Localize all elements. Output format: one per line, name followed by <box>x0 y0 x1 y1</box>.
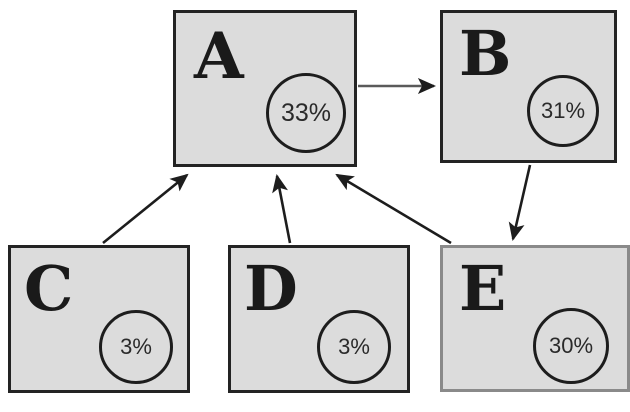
node-e-percent-value: 30% <box>548 333 594 358</box>
node-a-percent-circle: 33% <box>266 73 346 153</box>
node-b-percent-circle: 31% <box>527 75 599 147</box>
node-c[interactable]: C 3% <box>8 245 190 393</box>
node-b-label: B <box>459 17 511 90</box>
node-b-percent-value: 31% <box>540 98 586 123</box>
edge-d-to-a <box>272 173 292 244</box>
edge-b-to-e <box>508 164 532 242</box>
node-e-label: E <box>459 252 506 325</box>
node-d-percent-value: 3% <box>338 334 370 359</box>
node-c-label: C <box>24 252 73 325</box>
edge-c-to-a <box>102 173 189 245</box>
node-c-percent-circle: 3% <box>99 310 173 384</box>
node-a[interactable]: A 33% <box>173 10 357 167</box>
node-d-percent-circle: 3% <box>317 310 391 384</box>
node-c-percent-value: 3% <box>120 334 152 359</box>
node-a-percent-value: 33% <box>280 98 332 127</box>
node-d[interactable]: D 3% <box>228 245 410 393</box>
node-b[interactable]: B 31% <box>440 10 617 163</box>
edge-e-to-a <box>335 173 452 245</box>
node-e[interactable]: E 30% <box>440 245 630 392</box>
node-e-percent-circle: 30% <box>533 308 609 384</box>
node-d-label: D <box>244 252 298 325</box>
node-a-label: A <box>194 19 244 94</box>
